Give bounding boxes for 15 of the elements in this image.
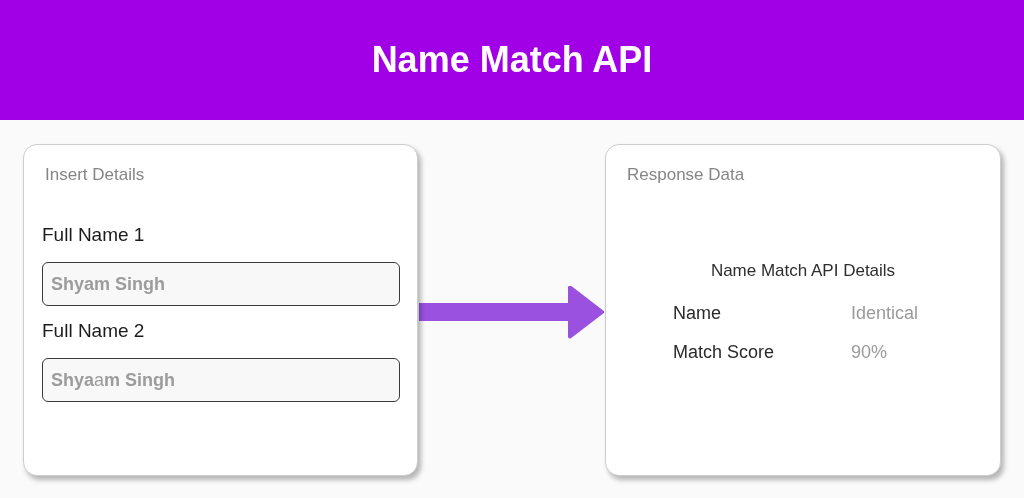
block-arrow [419,285,604,339]
field-value: Identical [851,302,919,325]
card-panel [605,144,1001,476]
panel-heading: Insert Details [45,164,145,186]
section-heading: Name Match API Details [710,260,896,282]
field-label: Full Name 1 [42,223,145,247]
panel-heading: Response Data [627,164,745,186]
field-value: 90% [851,341,888,364]
field-label: Full Name 2 [42,319,145,343]
card-panel [23,144,418,476]
page-title: Name Match API [371,38,653,82]
field-name: Name [673,302,721,325]
field-name: Match Score [673,341,775,364]
input-field: Shyam Singh [42,262,400,306]
input-field: Shyaam Singh [42,358,400,402]
